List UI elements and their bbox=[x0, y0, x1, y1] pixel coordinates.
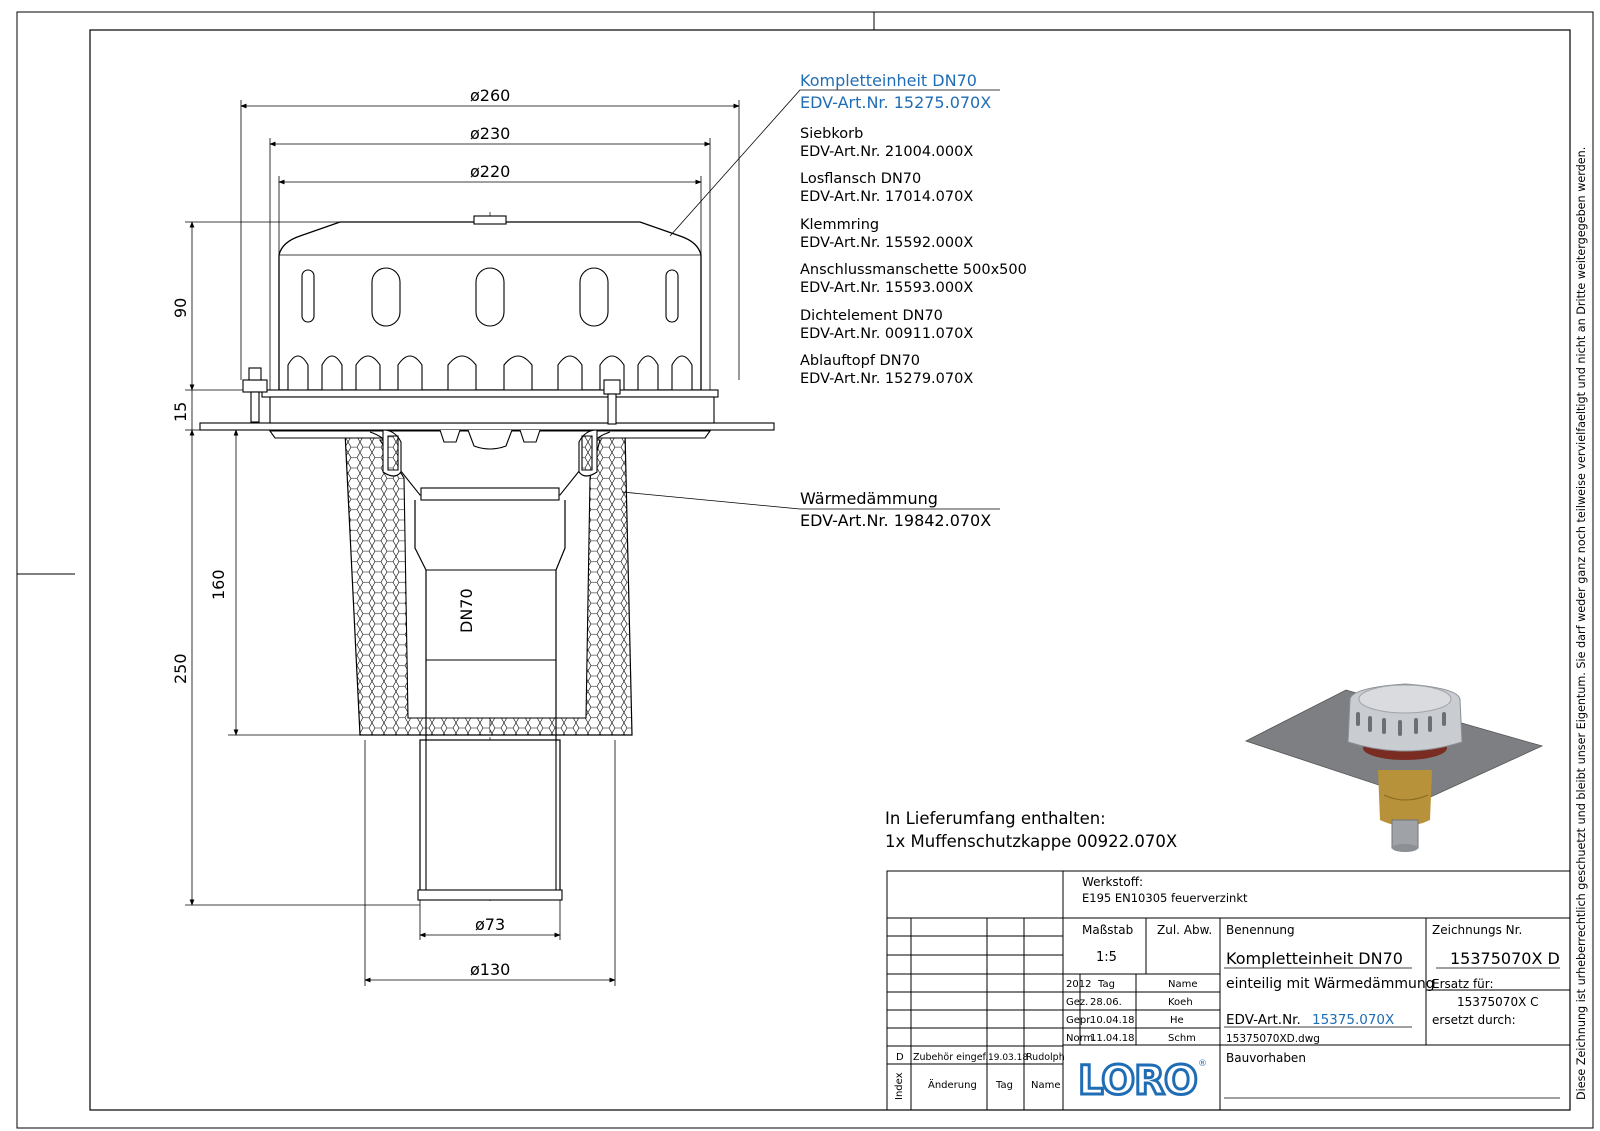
sheet-frame bbox=[16, 11, 1594, 1129]
svg-text:einteilig mit Wärmedämmung: einteilig mit Wärmedämmung bbox=[1226, 976, 1435, 992]
part-name: Losflansch DN70 bbox=[800, 171, 921, 187]
svg-text:Tag: Tag bbox=[995, 1080, 1013, 1091]
svg-text:28.06.: 28.06. bbox=[1090, 997, 1122, 1008]
svg-text:Gez.: Gez. bbox=[1066, 997, 1088, 1008]
svg-text:Gepr.: Gepr. bbox=[1066, 1015, 1093, 1026]
scope-note: In Lieferumfang enthalten: 1x Muffenschu… bbox=[885, 809, 1177, 851]
edv-number: 15375.070X bbox=[1312, 1012, 1394, 1028]
bolt-right bbox=[603, 379, 621, 425]
svg-text:1:5: 1:5 bbox=[1096, 950, 1117, 965]
svg-text:Änderung: Änderung bbox=[928, 1078, 977, 1091]
basket-slots bbox=[301, 267, 679, 327]
svg-text:Norm.: Norm. bbox=[1066, 1033, 1096, 1044]
svg-text:Tag: Tag bbox=[1097, 979, 1115, 990]
dim-pipe: DN70 bbox=[457, 588, 476, 633]
svg-text:1x Muffenschutzkappe 00922.070: 1x Muffenschutzkappe 00922.070X bbox=[885, 832, 1177, 851]
svg-text:LORO: LORO bbox=[1078, 1058, 1197, 1104]
svg-text:®: ® bbox=[1198, 1059, 1207, 1069]
svg-text:10.04.18: 10.04.18 bbox=[1090, 1015, 1135, 1026]
svg-text:Zul. Abw.: Zul. Abw. bbox=[1157, 923, 1212, 937]
product-render bbox=[1244, 683, 1544, 852]
part-name: Ablauftopf DN70 bbox=[800, 353, 920, 369]
sealing-ring-right bbox=[578, 429, 598, 477]
parts-title-nr: EDV-Art.Nr. 15275.070X bbox=[800, 93, 991, 112]
part-nr: EDV-Art.Nr. 15279.070X bbox=[800, 371, 973, 387]
part-nr: EDV-Art.Nr. 21004.000X bbox=[800, 144, 973, 160]
svg-text:Werkstoff:: Werkstoff: bbox=[1082, 875, 1143, 889]
insulation-label: Wärmedämmung bbox=[800, 489, 938, 508]
svg-text:Benennung: Benennung bbox=[1226, 923, 1295, 937]
part-nr: EDV-Art.Nr. 15592.000X bbox=[800, 235, 973, 251]
bolt-left bbox=[242, 367, 268, 423]
dim-h160: 160 bbox=[209, 569, 228, 600]
svg-text:Name: Name bbox=[1031, 1080, 1061, 1091]
loro-logo: LORO ® bbox=[1075, 1055, 1207, 1106]
insulation-nr: EDV-Art.Nr. 19842.070X bbox=[800, 511, 991, 530]
svg-text:Ersatz für:: Ersatz für: bbox=[1432, 977, 1494, 991]
svg-text:Name: Name bbox=[1168, 979, 1198, 990]
flange-plate bbox=[199, 422, 775, 431]
dim-d220: ø220 bbox=[470, 162, 510, 181]
svg-text:Maßstab: Maßstab bbox=[1082, 923, 1133, 937]
svg-text:D: D bbox=[896, 1052, 904, 1063]
svg-text:He: He bbox=[1170, 1015, 1184, 1026]
svg-text:EDV-Art.Nr.: EDV-Art.Nr. bbox=[1226, 1012, 1301, 1028]
drain-assembly bbox=[199, 212, 775, 905]
dim-d130: ø130 bbox=[470, 960, 510, 979]
svg-text:Zeichnungs Nr.: Zeichnungs Nr. bbox=[1432, 923, 1522, 937]
part-nr: EDV-Art.Nr. 00911.070X bbox=[800, 326, 973, 342]
part-name: Anschlussmanschette 500x500 bbox=[800, 262, 1027, 278]
dim-h15: 15 bbox=[171, 402, 190, 422]
svg-text:Schm: Schm bbox=[1168, 1033, 1196, 1044]
dimension-lines bbox=[185, 100, 740, 986]
svg-text:11.04.18: 11.04.18 bbox=[1090, 1033, 1135, 1044]
dim-d73: ø73 bbox=[475, 915, 505, 934]
svg-text:Koeh: Koeh bbox=[1168, 997, 1193, 1008]
parts-list: Kompletteinheit DN70 EDV-Art.Nr. 15275.0… bbox=[800, 71, 1027, 530]
svg-text:19.03.18: 19.03.18 bbox=[988, 1053, 1028, 1063]
part-nr: EDV-Art.Nr. 17014.070X bbox=[800, 189, 973, 205]
parts-title: Kompletteinheit DN70 bbox=[800, 71, 977, 90]
svg-text:In Lieferumfang enthalten:: In Lieferumfang enthalten: bbox=[885, 809, 1106, 828]
svg-text:Index: Index bbox=[894, 1072, 905, 1100]
svg-text:Zubehör eingef.: Zubehör eingef. bbox=[913, 1052, 988, 1063]
svg-text:2012: 2012 bbox=[1066, 979, 1091, 990]
pipe-dn70 bbox=[419, 739, 561, 896]
svg-text:15375070XD.dwg: 15375070XD.dwg bbox=[1226, 1033, 1320, 1045]
part-name: Siebkorb bbox=[800, 126, 863, 142]
dim-d260: ø260 bbox=[470, 86, 510, 105]
copyright-note: Diese Zeichnung ist urheberrechtlich ges… bbox=[1575, 147, 1588, 1100]
part-nr: EDV-Art.Nr. 15593.000X bbox=[800, 280, 973, 296]
dim-h250: 250 bbox=[171, 653, 190, 684]
dim-d230: ø230 bbox=[470, 124, 510, 143]
leader-lines bbox=[621, 89, 1000, 510]
svg-text:15375070X C: 15375070X C bbox=[1457, 995, 1539, 1009]
title-benennung: Kompletteinheit DN70 bbox=[1226, 949, 1403, 968]
svg-text:Rudolph: Rudolph bbox=[1026, 1052, 1065, 1063]
title-block bbox=[886, 870, 1571, 1111]
svg-text:ersetzt durch:: ersetzt durch: bbox=[1432, 1013, 1516, 1027]
svg-text:Bauvorhaben: Bauvorhaben bbox=[1226, 1051, 1306, 1065]
dim-h90: 90 bbox=[171, 298, 190, 318]
title-block-text: Werkstoff: E195 EN10305 feuerverzinkt Ma… bbox=[894, 875, 1560, 1100]
part-name: Klemmring bbox=[800, 217, 879, 233]
sealing-ring-left bbox=[382, 429, 402, 477]
drawing-number: 15375070X D bbox=[1450, 949, 1560, 968]
svg-text:E195 EN10305 feuerverzinkt: E195 EN10305 feuerverzinkt bbox=[1082, 891, 1248, 905]
part-name: Dichtelement DN70 bbox=[800, 308, 943, 324]
